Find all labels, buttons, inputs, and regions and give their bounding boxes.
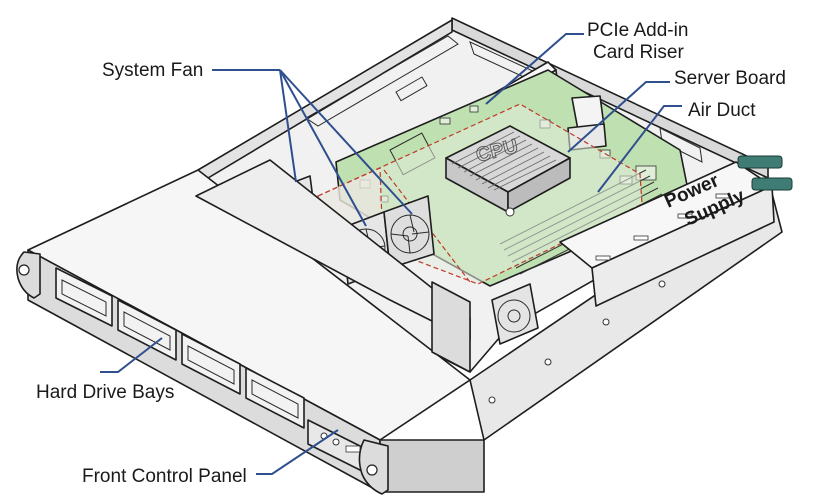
leader-system-fan-a — [279, 69, 297, 183]
drive-bay-3 — [181, 333, 241, 395]
drive-bay-2 — [117, 299, 177, 361]
label-air-duct: Air Duct — [688, 100, 756, 121]
label-system-fan: System Fan — [102, 60, 203, 81]
drive-divider — [195, 159, 471, 373]
leader-system-fan-c — [279, 69, 413, 215]
label-pcie-riser-line1: PCIe Add-in — [587, 20, 688, 41]
chassis-front-right — [379, 439, 485, 493]
callouts: PCIe Add-in Card Riser Server Board Air … — [36, 20, 786, 487]
leader-front-control-panel — [256, 429, 339, 475]
cpu-heatsink: CPU — [445, 125, 571, 217]
label-hard-drive-bays: Hard Drive Bays — [36, 382, 174, 403]
leader-system-fan-b — [279, 69, 367, 227]
rack-ears — [16, 251, 389, 495]
drive-bay-1 — [55, 267, 113, 327]
left-rack-handle — [16, 251, 41, 299]
psu-rear-connectors — [737, 155, 793, 191]
psu-fan — [491, 283, 539, 345]
power-supply: Power Supply — [559, 155, 793, 307]
chassis — [27, 17, 783, 493]
leader-server-board — [567, 81, 670, 153]
label-front-control-panel: Front Control Panel — [82, 466, 247, 487]
leader-lines — [100, 33, 682, 475]
psu-vent-slots — [595, 193, 731, 261]
label-pcie-riser-line2: Card Riser — [593, 42, 684, 63]
label-server-board: Server Board — [674, 68, 786, 89]
hard-drive-bays — [55, 267, 373, 477]
leader-air-duct — [597, 105, 682, 193]
drive-bay-4 — [245, 367, 305, 429]
system-fan-3 — [383, 195, 435, 269]
leader-pcie-riser — [485, 33, 584, 105]
leader-hard-drive-bays — [100, 337, 163, 373]
